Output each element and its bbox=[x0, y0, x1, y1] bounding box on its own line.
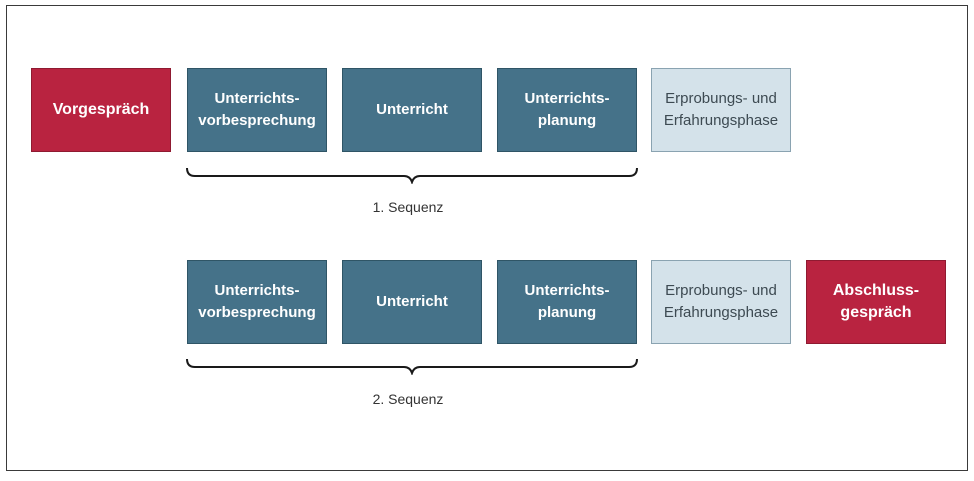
vorgespraech-label: Vorgespräch bbox=[52, 101, 150, 118]
abschlussgespraech-box: Abschluss- gespräch bbox=[806, 260, 946, 344]
row2-step-planung-label: Unterrichts- planung bbox=[524, 282, 610, 321]
row2-erprobungsphase-label: Erprobungs- und Erfahrungsphase bbox=[663, 282, 779, 321]
vorgespraech-box: Vorgespräch bbox=[31, 68, 171, 152]
row2-sequence-brace bbox=[186, 358, 638, 375]
sequence-1-label: 1. Sequenz bbox=[372, 199, 444, 215]
row2-erprobungsphase-box: Erprobungs- und Erfahrungsphase bbox=[651, 260, 791, 344]
row1-step-vorbesprechung-label: Unterrichts- vorbesprechung bbox=[198, 90, 316, 129]
sequence-2-label: 2. Sequenz bbox=[372, 391, 444, 407]
row1-step-planung-label: Unterrichts- planung bbox=[524, 90, 610, 129]
row1-step-unterricht: Unterricht bbox=[342, 68, 482, 152]
row2-step-planung: Unterrichts- planung bbox=[497, 260, 637, 344]
row1-erprobungsphase-label: Erprobungs- und Erfahrungsphase bbox=[663, 90, 779, 129]
row1-step-unterricht-label: Unterricht bbox=[376, 101, 448, 118]
row2-step-unterricht-label: Unterricht bbox=[376, 293, 448, 310]
row2-step-vorbesprechung: Unterrichts- vorbesprechung bbox=[187, 260, 327, 344]
row2-step-unterricht: Unterricht bbox=[342, 260, 482, 344]
row2-step-vorbesprechung-label: Unterrichts- vorbesprechung bbox=[198, 282, 316, 321]
row1-step-vorbesprechung: Unterrichts- vorbesprechung bbox=[187, 68, 327, 152]
row1-sequence-brace bbox=[186, 167, 638, 184]
row1-step-planung: Unterrichts- planung bbox=[497, 68, 637, 152]
abschlussgespraech-label: Abschluss- gespräch bbox=[832, 282, 920, 321]
row1-erprobungsphase-box: Erprobungs- und Erfahrungsphase bbox=[651, 68, 791, 152]
